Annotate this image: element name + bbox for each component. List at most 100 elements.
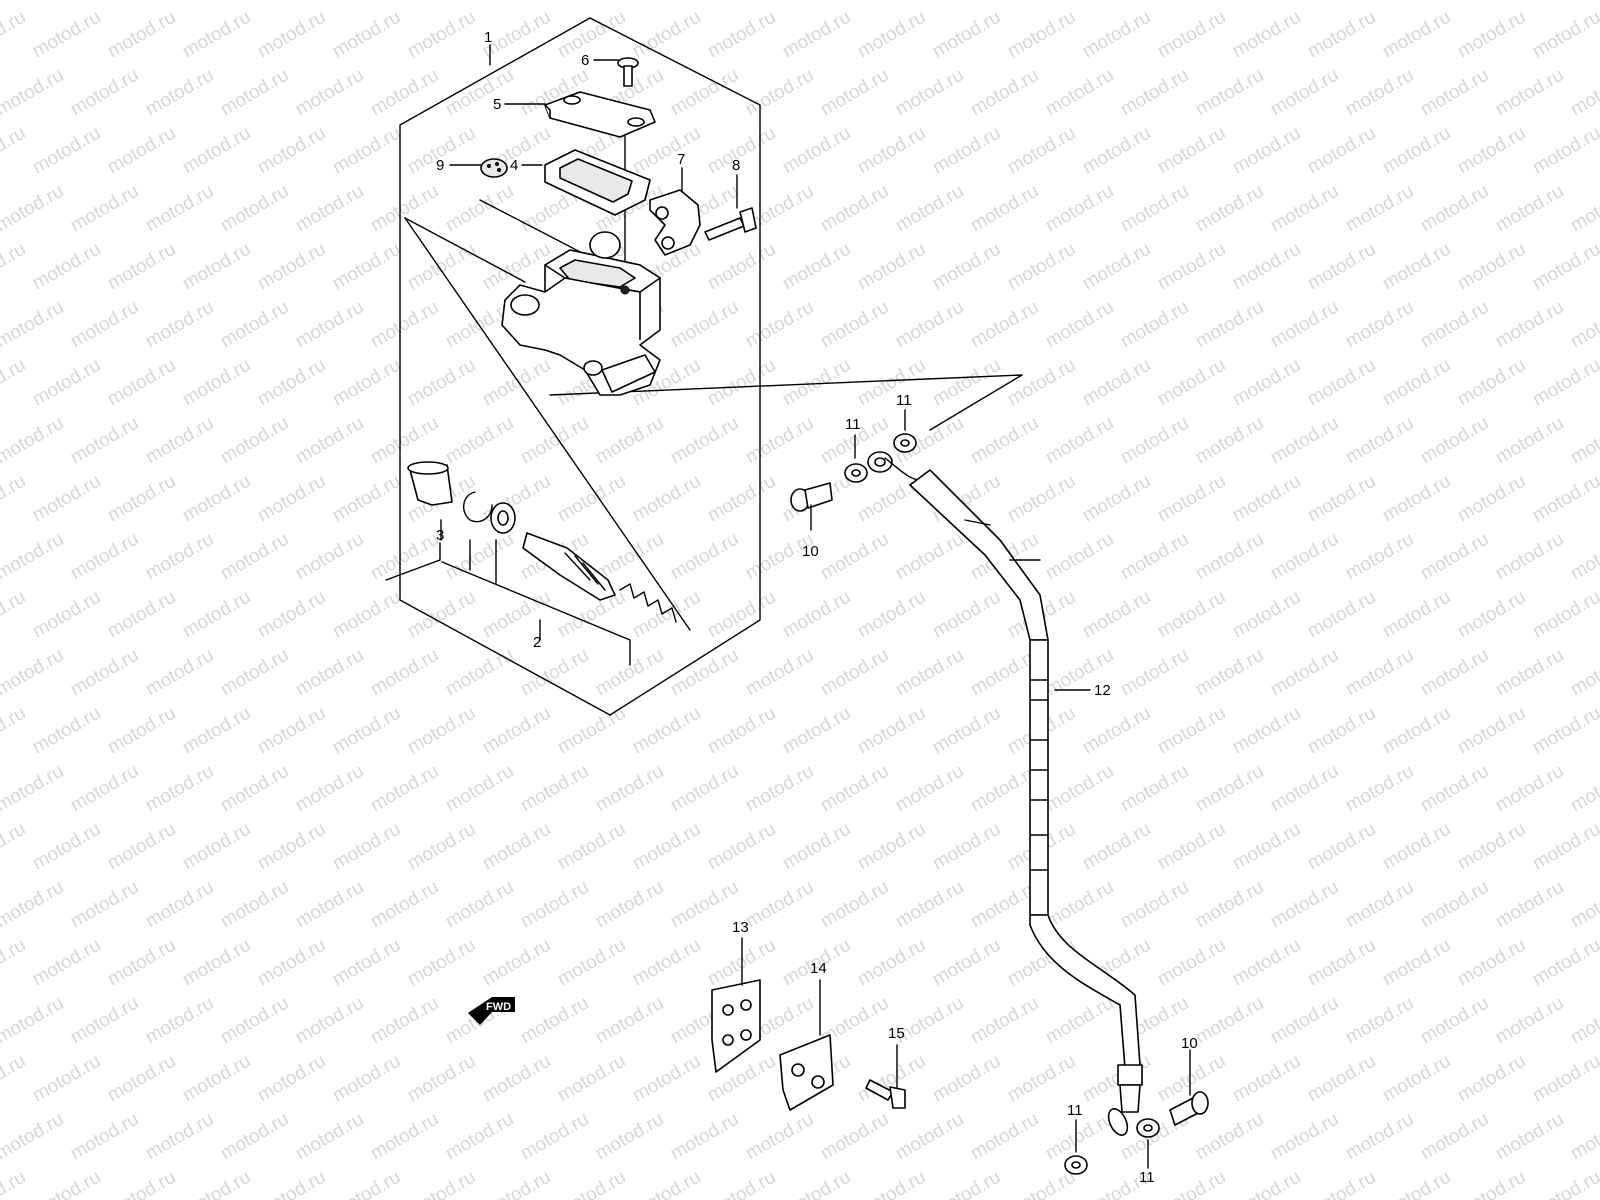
watermark-text: motod.ru [1567,65,1600,121]
watermark-text: motod.ru [292,181,367,237]
watermark-text: motod.ru [1379,587,1454,643]
watermark-text: motod.ru [142,993,217,1049]
watermark-text: motod.ru [817,877,892,933]
diaphragm-plate [544,149,651,216]
watermark-text: motod.ru [929,7,1004,63]
watermark-text: motod.ru [742,413,817,469]
callout-15: 15 [888,1025,905,1042]
watermark-text: motod.ru [817,761,892,817]
watermark-text: motod.ru [367,529,442,585]
watermark-text: motod.ru [1454,587,1529,643]
watermark-text: motod.ru [217,645,292,701]
watermark-text: motod.ru [667,413,742,469]
watermark-text: motod.ru [1117,181,1192,237]
watermark-text: motod.ru [929,1051,1004,1107]
watermark-text: motod.ru [854,123,929,179]
watermark-text: motod.ru [892,65,967,121]
assembly-outline [399,17,1023,716]
watermark-text: motod.ru [1342,993,1417,1049]
watermark-text: motod.ru [1079,239,1154,295]
watermark-text: motod.ru [1304,7,1379,63]
watermark-text: motod.ru [442,877,517,933]
watermark-text: motod.ru [517,993,592,1049]
watermark-text: motod.ru [742,297,817,353]
watermark-text: motod.ru [704,471,779,527]
watermark-text: motod.ru [1079,703,1154,759]
watermark-text: motod.ru [1417,0,1492,4]
watermark-text: motod.ru [217,993,292,1049]
watermark-text: motod.ru [1492,65,1567,121]
watermark-text: motod.ru [1304,471,1379,527]
watermark-text: motod.ru [104,7,179,63]
watermark-text: motod.ru [1567,877,1600,933]
watermark-text: motod.ru [1492,181,1567,237]
watermark-text: motod.ru [967,0,1042,4]
fwd-label: FWD [486,1001,511,1013]
watermark-text: motod.ru [1529,123,1600,179]
watermark-text: motod.ru [554,1167,629,1200]
watermark-text: motod.ru [1154,587,1229,643]
watermark-text: motod.ru [629,819,704,875]
watermark-text: motod.ru [592,0,667,4]
watermark-text: motod.ru [367,0,442,4]
watermark-text: motod.ru [404,587,479,643]
watermark-text: motod.ru [329,935,404,991]
watermark-text: motod.ru [817,65,892,121]
watermark-text: motod.ru [929,587,1004,643]
watermark-text: motod.ru [1529,819,1600,875]
watermark-text: motod.ru [592,877,667,933]
watermark-text: motod.ru [1154,471,1229,527]
callout-12: 12 [1094,682,1111,699]
watermark-text: motod.ru [67,181,142,237]
watermark-text: motod.ru [104,819,179,875]
piston-kit-bracket [385,539,631,666]
watermark-text: motod.ru [179,355,254,411]
watermark-text: motod.ru [0,0,67,4]
watermark-text: motod.ru [367,181,442,237]
watermark-text: motod.ru [104,1051,179,1107]
watermark-text: motod.ru [67,297,142,353]
watermark-text: motod.ru [1304,1167,1379,1200]
callout-7: 7 [677,151,685,168]
watermark-text: motod.ru [179,1051,254,1107]
watermark-text: motod.ru [1454,1167,1529,1200]
watermark-text: motod.ru [1342,1109,1417,1165]
watermark-text: motod.ru [292,877,367,933]
watermark-text: motod.ru [0,355,29,411]
watermark-text: motod.ru [67,877,142,933]
watermark-text: motod.ru [1379,239,1454,295]
watermark-text: motod.ru [1042,65,1117,121]
watermark-text: motod.ru [479,587,554,643]
callout-labels: 1 2 3 4 5 6 7 8 9 10 10 11 11 11 11 12 1… [436,29,1198,1186]
watermark-text: motod.ru [479,355,554,411]
watermark-text: motod.ru [367,761,442,817]
watermark-text: motod.ru [629,7,704,63]
watermark-text: motod.ru [592,761,667,817]
watermark-text: motod.ru [104,355,179,411]
watermark-text: motod.ru [817,645,892,701]
watermark-text: motod.ru [0,181,67,237]
watermark-text: motod.ru [1042,413,1117,469]
watermark-text: motod.ru [967,181,1042,237]
watermark-text: motod.ru [442,1109,517,1165]
watermark-text: motod.ru [67,65,142,121]
watermark-text: motod.ru [1417,645,1492,701]
watermark-text: motod.ru [554,1051,629,1107]
watermark-text: motod.ru [142,297,217,353]
watermark-text: motod.ru [779,1167,854,1200]
watermark-text: motod.ru [554,819,629,875]
watermark-text: motod.ru [442,0,517,4]
watermark-text: motod.ru [554,7,629,63]
watermark-text: motod.ru [1342,877,1417,933]
watermark-text: motod.ru [179,935,254,991]
watermark-text: motod.ru [854,819,929,875]
callout-4: 4 [510,157,518,174]
watermark-text: motod.ru [1417,1109,1492,1165]
watermark-text: motod.ru [1567,181,1600,237]
watermark-text: motod.ru [0,877,67,933]
watermark-text: motod.ru [29,935,104,991]
watermark-text: motod.ru [1342,65,1417,121]
watermark-text: motod.ru [1229,587,1304,643]
watermark-text: motod.ru [1417,529,1492,585]
watermark-text: motod.ru [704,7,779,63]
